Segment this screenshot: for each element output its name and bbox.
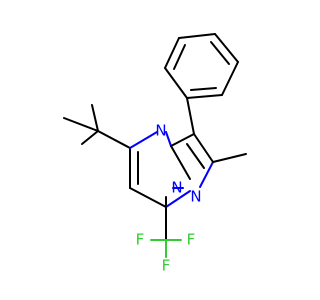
bond-phenyl-1 — [164, 67, 188, 99]
bond-methyl-carbon-to-pyrazole-n — [199, 161, 214, 188]
chemical-structure-diagram: N N N F F F — [63, 33, 247, 275]
pyrazole-nitrogen-label: N — [190, 188, 201, 206]
bond-cf3-ring-carbon-to-bridge-n — [165, 190, 191, 208]
bond-phenyl-2 — [164, 37, 180, 69]
bond-phenyl-4 — [214, 33, 239, 63]
bond-phenyl-inner-3 — [190, 87, 217, 91]
bond-phenyl-5 — [221, 61, 239, 96]
bond-ring-n-to-bridge-c — [165, 131, 172, 147]
bottom-fluorine-label: F — [162, 257, 171, 275]
bond-phenyl-inner-1 — [173, 44, 186, 70]
bond-phenyl-6 — [186, 94, 223, 99]
left-fluorine-label: F — [136, 231, 145, 249]
bond-tert-butyl-center-to-left-methyl — [63, 117, 99, 132]
bond-tert-butyl-carbon-to-ring — [97, 130, 131, 149]
ring-nitrogen-label: N — [155, 122, 166, 140]
bond-pyrazole-c-to-phenyl — [186, 97, 195, 135]
bond-tert-butyl-center-to-lower-methyl — [81, 130, 99, 145]
bond-tert-butyl-center-to-top-methyl — [91, 104, 99, 132]
bond-ring-c-to-ring-n — [129, 131, 158, 149]
bond-ring-ch-to-cf3-carbon — [129, 187, 167, 208]
bond-lines — [63, 33, 247, 258]
bond-phenyl-3 — [178, 33, 216, 39]
bond-pyrazole-c-to-methyl-carbon-inner — [186, 143, 205, 169]
bridge-nitrogen-label: N — [171, 179, 182, 197]
atom-labels: N N N F F F — [136, 122, 202, 275]
bond-phenyl-inner-2 — [210, 41, 230, 65]
bond-pyrazole-carbon-to-methyl — [212, 153, 247, 163]
right-fluorine-label: F — [187, 231, 196, 249]
bond-bridge-c-to-bridge-n — [170, 145, 191, 180]
bond-pyrazole-c-to-methyl-carbon — [193, 133, 214, 163]
bond-bridge-c-to-pyrazole-c — [170, 133, 195, 147]
